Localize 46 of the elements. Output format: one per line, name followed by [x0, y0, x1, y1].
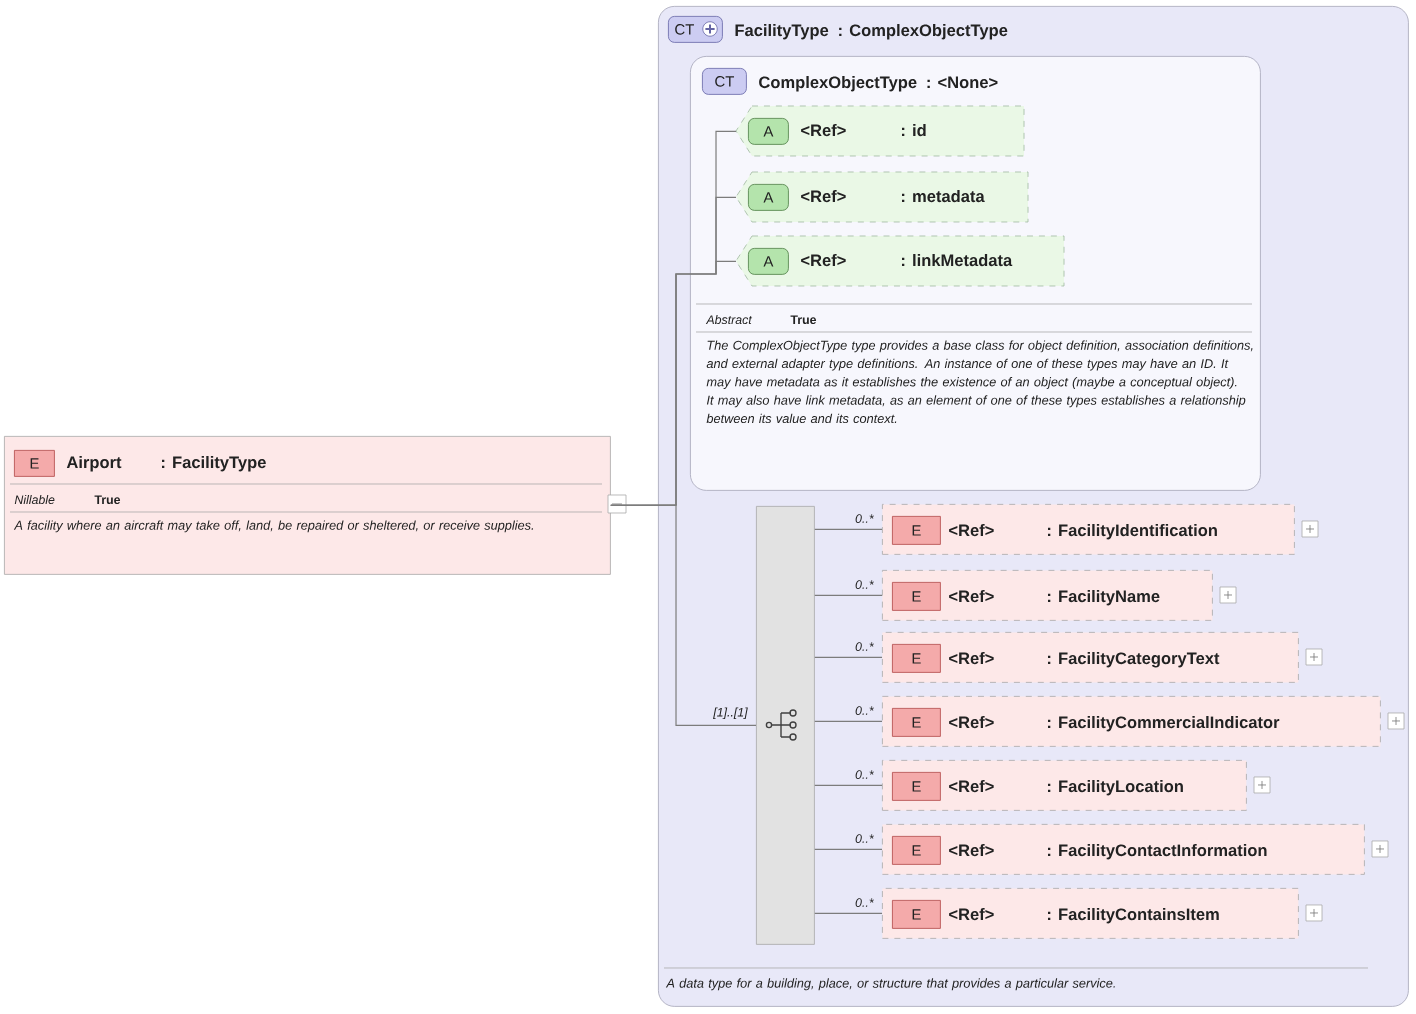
type-name: : FacilityLocation	[1048, 780, 1183, 796]
ref-label: <Ref>	[949, 652, 994, 665]
ref-label: <Ref>	[949, 590, 994, 603]
element-name: Airport	[66, 456, 122, 472]
element-box	[882, 696, 1405, 747]
element-box	[882, 824, 1389, 875]
type-name: : linkMetadata	[902, 254, 1013, 267]
ref-label: <Ref>	[801, 254, 846, 267]
type-name: : FacilityContactInformation	[1048, 844, 1267, 860]
type-name: : FacilityName	[1048, 590, 1160, 606]
type-name: : FacilityType	[162, 456, 266, 472]
connector-line	[814, 528, 883, 530]
attribute-box	[735, 105, 1025, 157]
ref-label: <Ref>	[949, 844, 994, 857]
type-name: : FacilityIdentification	[1048, 524, 1217, 540]
element-box	[882, 888, 1323, 939]
element-box	[882, 504, 1319, 555]
type-name: : FacilityContainsItem	[1048, 908, 1219, 924]
element-box	[882, 760, 1271, 811]
connector-line	[814, 720, 883, 722]
attribute-box	[735, 171, 1029, 223]
sequence-bar	[756, 506, 815, 945]
connector-line	[610, 504, 757, 726]
type-name: : metadata	[902, 190, 985, 203]
element-name: FacilityType	[735, 24, 829, 40]
element-box	[882, 570, 1237, 621]
type-name: : <None>	[927, 76, 998, 89]
connector-line	[814, 656, 883, 658]
ref-label: <Ref>	[949, 908, 994, 921]
element-name: ComplexObjectType	[759, 76, 917, 92]
ref-label: <Ref>	[949, 780, 994, 793]
attribute-box	[735, 235, 1065, 287]
element-box	[882, 632, 1323, 683]
connector-line	[814, 784, 883, 786]
element-box	[4, 436, 627, 575]
ref-label: <Ref>	[801, 124, 846, 137]
ref-label: <Ref>	[949, 716, 994, 729]
connector-line	[814, 912, 883, 914]
type-name: : ComplexObjectType	[839, 24, 1008, 40]
type-name: : FacilityCommercialIndicator	[1048, 716, 1280, 732]
connector-line	[814, 594, 883, 596]
ref-label: <Ref>	[949, 524, 994, 537]
type-name: : id	[902, 124, 926, 137]
type-name: : FacilityCategoryText	[1048, 652, 1220, 668]
connector-line	[814, 848, 883, 850]
ref-label: <Ref>	[801, 190, 846, 203]
